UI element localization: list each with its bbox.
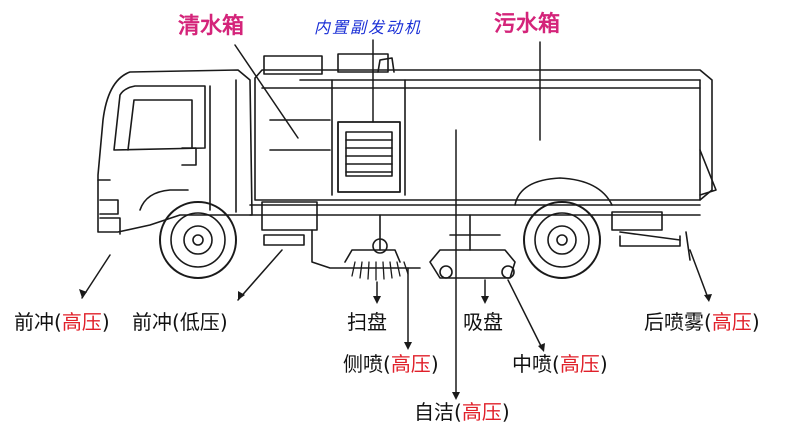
leader-lines: [81, 39, 709, 397]
front-flush-high-level: 高压: [61, 310, 102, 334]
arrowheads: [79, 289, 712, 400]
label-sewage-tank: 污水箱: [494, 12, 561, 37]
front-flush-low-level: 低压: [179, 310, 220, 334]
sweep-brush: [344, 214, 409, 281]
rear-spray-name: 后喷雾: [644, 310, 704, 334]
front-wheel: [159, 201, 237, 279]
label-sweep-disc: 扫盘: [347, 310, 387, 334]
label-self-clean: 自洁(高压): [414, 400, 510, 424]
self-clean-level: 高压: [461, 400, 502, 424]
mid-spray-level: 高压: [559, 352, 600, 376]
side-spray-name: 侧喷: [343, 352, 383, 376]
rear-wheel: [523, 201, 601, 279]
label-rear-spray: 后喷雾(高压): [644, 310, 760, 334]
chassis: [249, 201, 701, 269]
cab: [97, 69, 253, 235]
label-aux-engine: 内置副发动机: [314, 18, 423, 37]
front-flush-high-name: 前冲: [14, 310, 54, 334]
label-front-flush-low: 前冲(低压): [132, 310, 228, 334]
label-suction-disc: 吸盘: [463, 310, 503, 334]
mid-spray-name: 中喷: [512, 352, 552, 376]
truck-body: [254, 53, 717, 206]
self-clean-name: 自洁: [414, 400, 454, 424]
front-flush-low-name: 前冲: [132, 310, 172, 334]
label-clean-water-tank: 清水箱: [178, 14, 245, 39]
rear-spray-level: 高压: [711, 310, 752, 334]
label-mid-spray: 中喷(高压): [512, 352, 608, 376]
side-spray-level: 高压: [390, 352, 431, 376]
label-front-flush-high: 前冲(高压): [14, 310, 110, 334]
label-side-spray: 侧喷(高压): [343, 352, 439, 376]
suction-disc: [429, 214, 516, 279]
